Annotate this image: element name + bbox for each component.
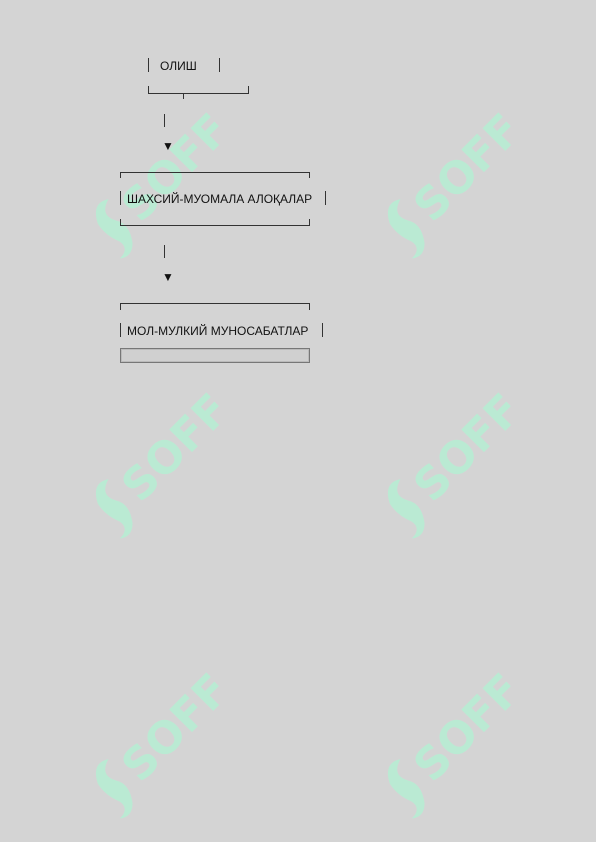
node-middle-right-border bbox=[325, 191, 326, 205]
watermark: SOFF bbox=[78, 664, 239, 819]
watermark-text: SOFF bbox=[404, 384, 531, 511]
node-middle-label: ШАХСИЙ-МУОМАЛА АЛОҚАЛАР bbox=[127, 192, 313, 206]
soff-logo-icon: SOFF bbox=[387, 384, 531, 539]
node-bottom-top-left-tick bbox=[120, 303, 121, 310]
watermark: SOFF bbox=[78, 104, 239, 259]
node-middle-top-border bbox=[120, 172, 310, 173]
node-middle-top-left-tick bbox=[120, 172, 121, 178]
node-bottom-label: МОЛ-МУЛКИЙ МУНОСАБАТЛАР bbox=[127, 324, 309, 338]
node-bottom-top-border bbox=[120, 303, 310, 304]
watermark: SOFF bbox=[370, 104, 531, 259]
arrow-down-icon: ▼ bbox=[162, 139, 174, 153]
soff-logo-icon: SOFF bbox=[387, 664, 531, 819]
node-bottom-right-border bbox=[322, 323, 323, 337]
node-top-bottom-right-tick bbox=[248, 86, 249, 94]
watermark-text: SOFF bbox=[404, 664, 531, 791]
node-middle-left-border bbox=[120, 191, 121, 205]
node-middle-bottom-border bbox=[120, 225, 310, 226]
watermark: SOFF bbox=[78, 384, 239, 539]
soff-logo-icon: SOFF bbox=[95, 104, 239, 259]
connector-line bbox=[164, 245, 165, 258]
node-bottom-empty-box bbox=[120, 348, 310, 363]
node-middle-top-right-tick bbox=[309, 172, 310, 178]
watermark: SOFF bbox=[370, 384, 531, 539]
node-bottom-left-border bbox=[120, 323, 121, 337]
watermark-text: SOFF bbox=[112, 384, 239, 511]
soff-logo-icon: SOFF bbox=[95, 384, 239, 539]
arrow-down-icon: ▼ bbox=[162, 270, 174, 284]
node-middle-bottom-left-tick bbox=[120, 219, 121, 226]
node-bottom-top-right-tick bbox=[309, 303, 310, 310]
node-top-right-border bbox=[219, 58, 220, 72]
watermark-text: SOFF bbox=[404, 104, 531, 231]
watermark-text: SOFF bbox=[112, 664, 239, 791]
watermark: SOFF bbox=[370, 664, 531, 819]
node-top-label: ОЛИШ bbox=[160, 59, 197, 73]
watermark-text: SOFF bbox=[112, 104, 239, 231]
node-middle-bottom-right-tick bbox=[309, 219, 310, 226]
node-top-stem-tick bbox=[183, 93, 184, 99]
connector-line bbox=[164, 114, 165, 127]
node-top-left-border bbox=[148, 58, 149, 72]
soff-logo-icon: SOFF bbox=[387, 104, 531, 259]
node-top-bottom-left-tick bbox=[148, 86, 149, 94]
node-top-bottom-border bbox=[148, 93, 249, 94]
soff-logo-icon: SOFF bbox=[95, 664, 239, 819]
